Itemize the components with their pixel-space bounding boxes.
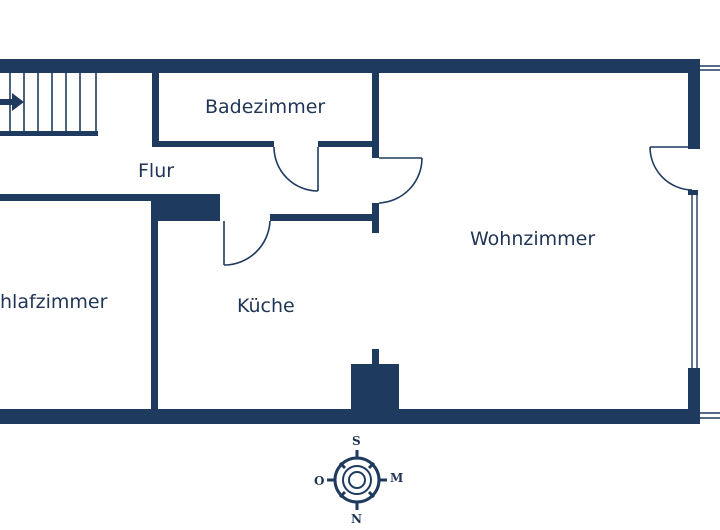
living-room-door	[378, 157, 423, 204]
bath-bottom-wall-right	[318, 141, 379, 147]
room-label-schlafzimmer: hlafzimmer	[0, 291, 108, 313]
chimney-block	[153, 194, 220, 221]
compass-north: N	[351, 512, 362, 526]
stair-bottom-wall	[0, 131, 98, 136]
room-label-wohnzimmer: Wohnzimmer	[470, 228, 596, 250]
room-label-badezimmer: Badezimmer	[205, 96, 326, 118]
window-right	[691, 65, 720, 419]
terrace-door	[649, 146, 693, 191]
wall-top	[0, 59, 700, 73]
bathroom-door	[273, 146, 319, 192]
room-label-flur: Flur	[138, 160, 175, 182]
partition-stub	[372, 349, 379, 365]
compass-icon: S N O M	[314, 434, 403, 526]
bedroom-right-wall	[151, 194, 158, 416]
kitchen-door	[223, 220, 271, 266]
wall-right-lower	[688, 368, 700, 424]
bedroom-top-wall	[0, 194, 155, 201]
room-label-kueche: Küche	[237, 295, 295, 317]
compass-east: M	[390, 471, 403, 485]
stair-arrow-icon	[0, 93, 24, 111]
wall-bottom	[0, 409, 700, 424]
bath-right-wall	[372, 73, 379, 158]
bath-left-wall	[152, 73, 159, 146]
wall-right-mid	[688, 190, 698, 195]
compass-west: O	[314, 474, 324, 488]
kitchen-top-wall	[270, 214, 379, 221]
bath-bottom-wall-left	[152, 141, 274, 147]
compass-south: S	[352, 434, 361, 448]
wall-right-upper	[688, 59, 700, 149]
stove-block	[351, 364, 399, 410]
